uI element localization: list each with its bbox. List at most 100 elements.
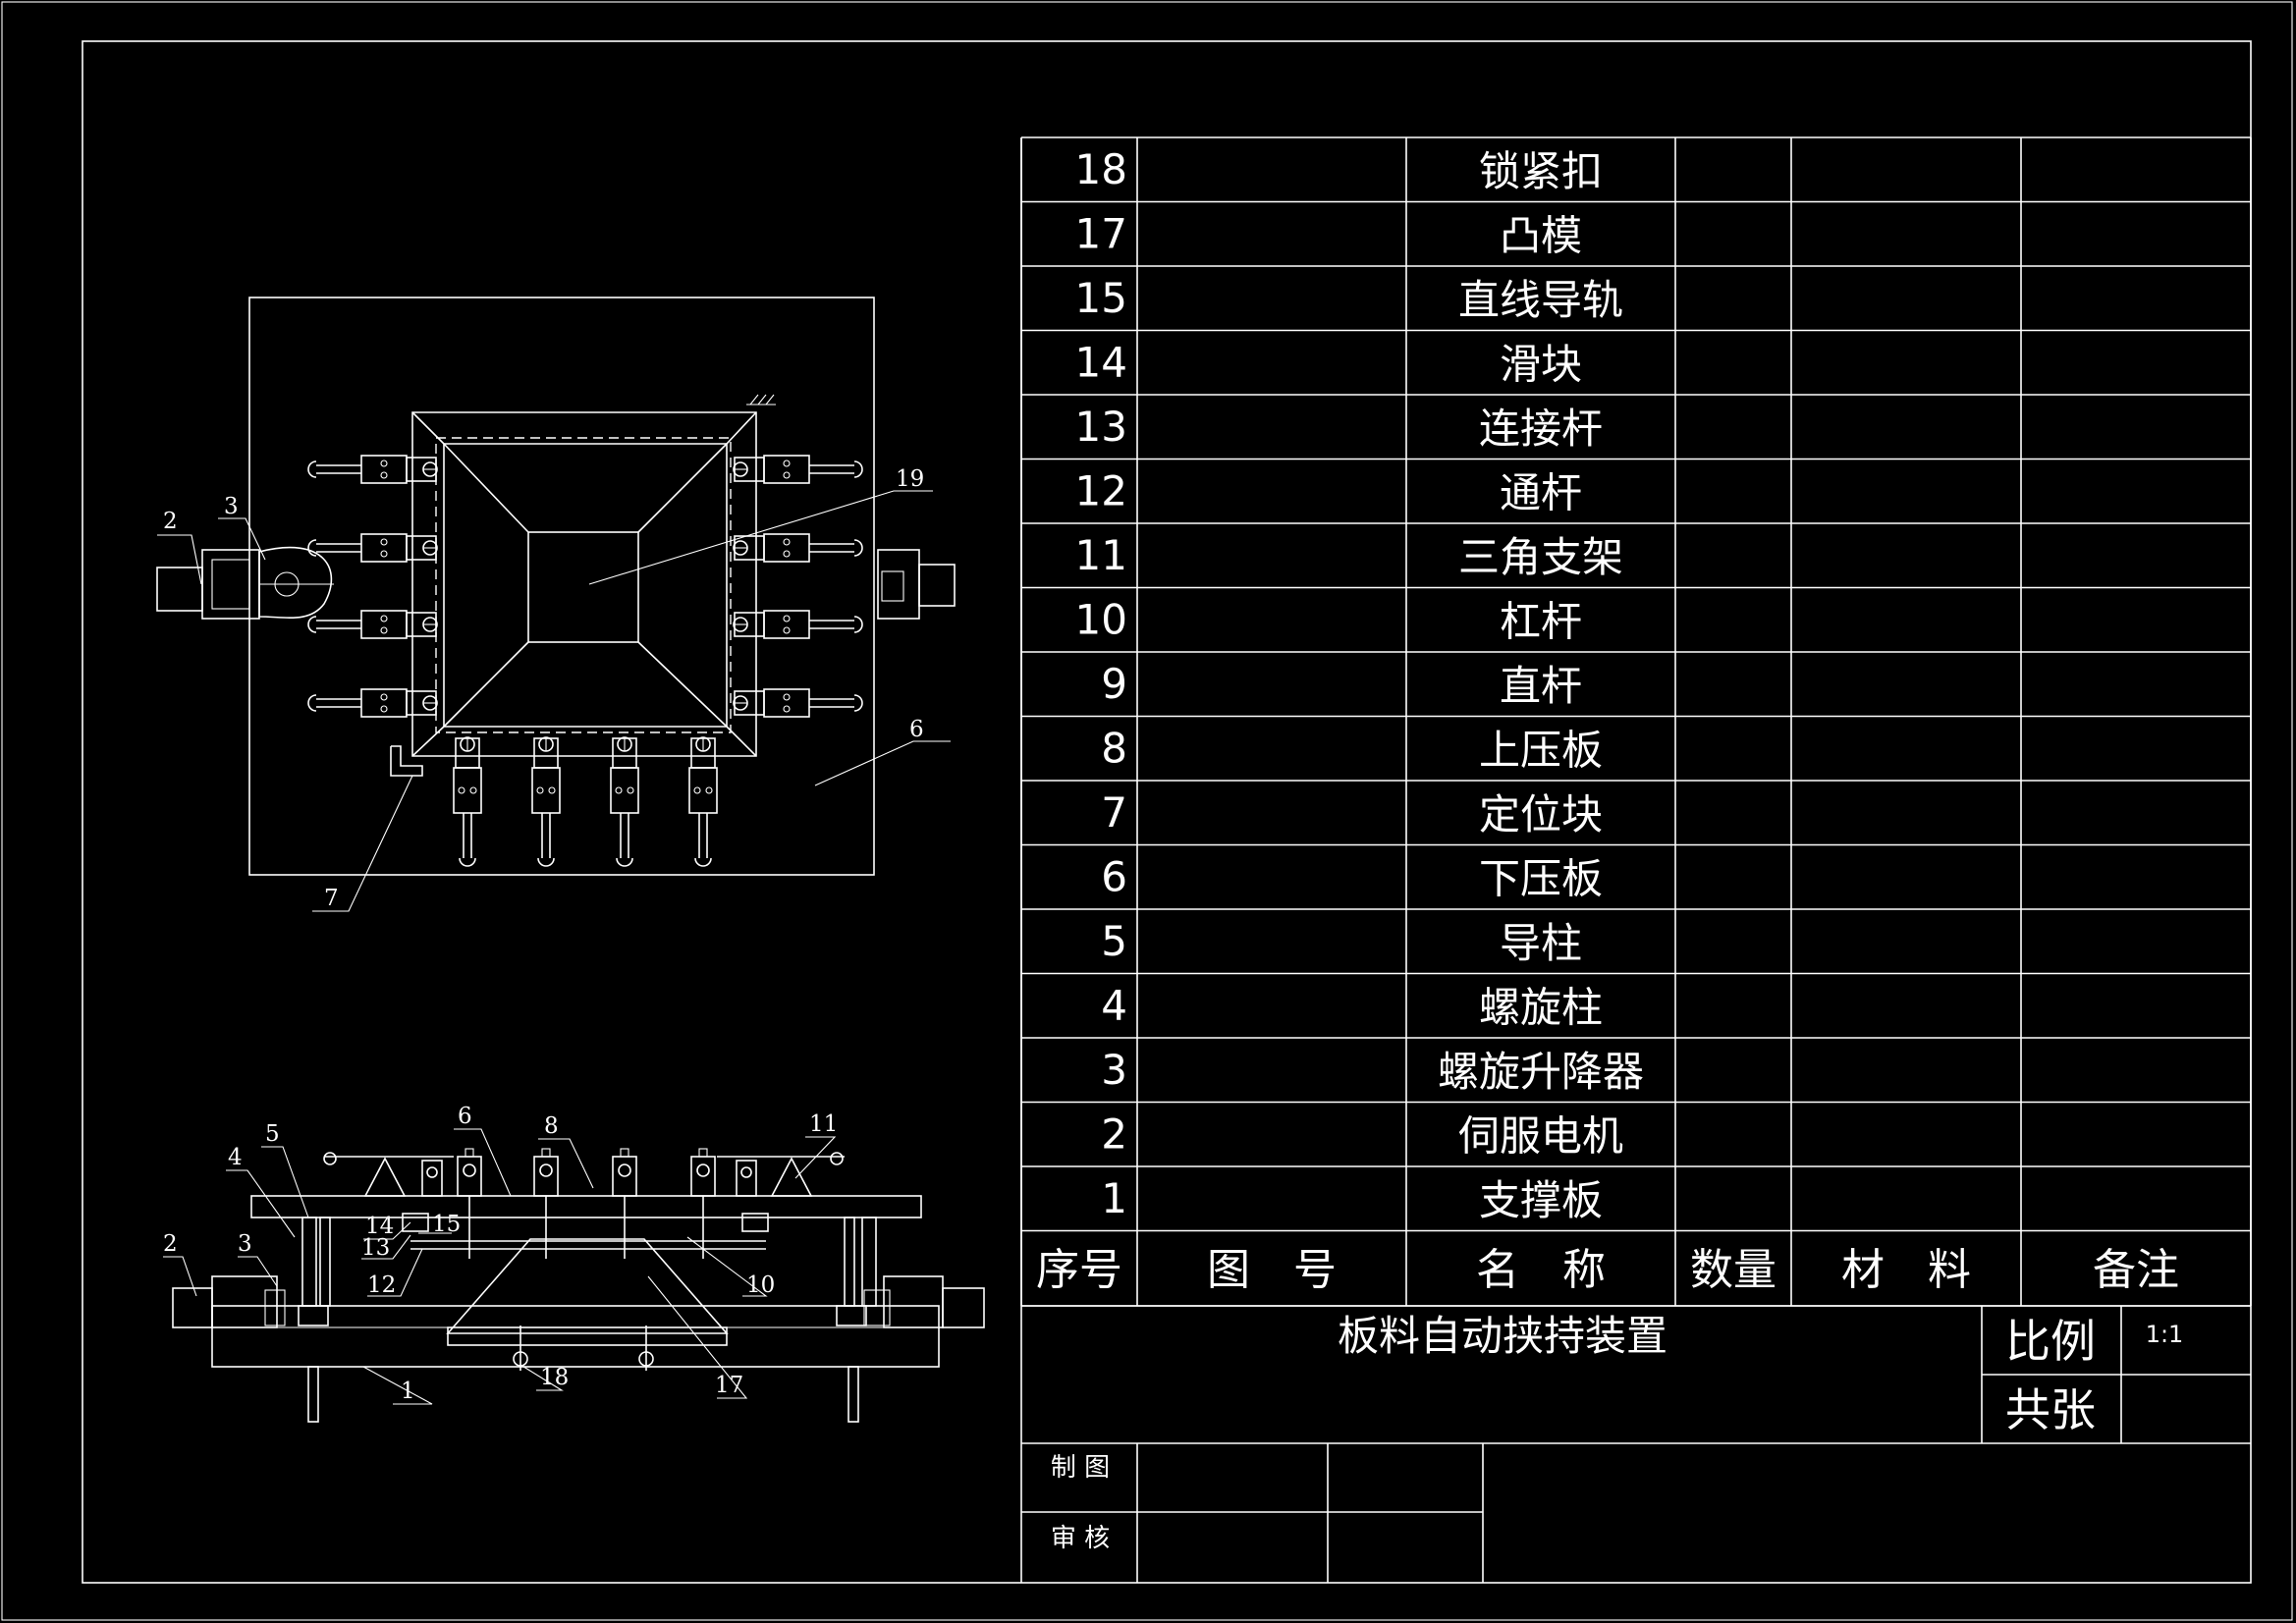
- die-edge: [637, 443, 728, 533]
- part-name: 螺旋柱: [1479, 983, 1603, 1031]
- label-6-front: 6: [458, 1104, 472, 1129]
- toggle-clamp: [307, 533, 438, 563]
- part-number: 4: [1101, 981, 1127, 1029]
- punch-center-square: [527, 531, 639, 643]
- part-number: 3: [1101, 1046, 1127, 1094]
- die-edge: [443, 443, 529, 533]
- toggle-clamp: [733, 610, 863, 639]
- top-view-base-plate: [248, 297, 875, 876]
- part-name: 直线导轨: [1458, 276, 1623, 324]
- part-name: 伺服电机: [1458, 1111, 1623, 1160]
- part-number: 10: [1075, 595, 1127, 643]
- toggle-clamp: [307, 688, 438, 718]
- label-6-top: 6: [909, 717, 924, 742]
- punch: [446, 1238, 729, 1334]
- part-number: 15: [1075, 274, 1127, 322]
- part-name: 凸模: [1500, 211, 1582, 259]
- part-name: 定位块: [1479, 790, 1603, 839]
- label-2-top: 2: [163, 509, 178, 534]
- label-3-front: 3: [238, 1231, 252, 1257]
- header-name: 名 称: [1476, 1245, 1606, 1295]
- part-name: 支撑板: [1479, 1176, 1603, 1224]
- part-number: 5: [1101, 917, 1127, 965]
- label-14-front: 14: [365, 1214, 394, 1239]
- header-drawing-no: 图 号: [1207, 1245, 1337, 1295]
- part-name: 直杆: [1500, 662, 1582, 710]
- label-19-top: 19: [896, 466, 924, 492]
- front-clamp: [690, 1148, 716, 1259]
- front-clamp: [457, 1148, 482, 1259]
- linear-rail-sliders: [402, 1213, 769, 1232]
- part-number: 13: [1075, 403, 1127, 451]
- label-18-front: 18: [540, 1365, 569, 1390]
- label-2-front: 2: [163, 1231, 178, 1257]
- toggle-clamp: [531, 736, 561, 867]
- front-clamp: [612, 1148, 637, 1259]
- servo-motor-left: [156, 546, 334, 620]
- label-8-front: 8: [544, 1113, 559, 1139]
- guide-posts: [298, 1217, 877, 1423]
- servo-motor-right: [877, 549, 956, 620]
- toggle-clamp: [307, 455, 438, 484]
- part-number: 12: [1075, 466, 1127, 514]
- drawing-title: 板料自动挟持装置: [1338, 1312, 1667, 1360]
- label-3-top: 3: [224, 494, 239, 519]
- upper-plate: [250, 1195, 922, 1218]
- through-rod: [410, 1240, 766, 1250]
- front-clamp: [736, 1160, 757, 1197]
- part-name: 通杆: [1500, 468, 1582, 516]
- part-name: 螺旋升降器: [1438, 1048, 1644, 1096]
- toggle-clamp: [453, 736, 482, 867]
- part-number: 11: [1075, 531, 1127, 579]
- label-1-front: 1: [401, 1379, 415, 1404]
- toggle-clamp: [610, 736, 639, 867]
- label-11-front: 11: [809, 1111, 838, 1137]
- front-view: 5 4 6 8 11 14 15 13 12 2 3 10 1 18 17: [163, 1104, 985, 1423]
- sheets-label: 共张: [2005, 1383, 2096, 1436]
- scale-label: 比例: [2005, 1315, 2096, 1368]
- toggle-clamp: [733, 688, 863, 718]
- checked-by-label: 审 核: [1051, 1524, 1110, 1553]
- label-12-front: 12: [367, 1272, 396, 1298]
- part-name: 导柱: [1500, 919, 1582, 967]
- part-number: 17: [1075, 209, 1127, 257]
- label-17-front: 17: [715, 1373, 743, 1398]
- label-4-front: 4: [228, 1145, 243, 1170]
- die-edge: [411, 411, 445, 445]
- part-number: 9: [1101, 660, 1127, 708]
- part-name: 滑块: [1500, 340, 1582, 388]
- die-edge: [726, 726, 757, 757]
- part-name: 三角支架: [1458, 533, 1623, 581]
- scale-value: 1:1: [2146, 1321, 2184, 1348]
- base-support-plate: [211, 1305, 940, 1368]
- fixed-support-hatch: [746, 394, 776, 406]
- punch-base: [447, 1326, 728, 1346]
- top-view-leaders: [157, 490, 951, 912]
- part-number: 18: [1075, 145, 1127, 193]
- header-seq: 序号: [1036, 1245, 1122, 1295]
- locating-block: [390, 745, 423, 777]
- toggle-clamp: [733, 455, 863, 484]
- front-clamp: [421, 1160, 443, 1197]
- bottom-toggle-clamps: [453, 736, 718, 867]
- drawn-by-label: 制 图: [1051, 1453, 1110, 1483]
- part-number: 6: [1101, 852, 1127, 900]
- part-name: 杠杆: [1500, 597, 1582, 645]
- right-toggle-clamps: [733, 455, 863, 718]
- toggle-clamp: [688, 736, 718, 867]
- part-number: 8: [1101, 724, 1127, 772]
- part-number: 14: [1075, 338, 1127, 386]
- part-number: 7: [1101, 788, 1127, 837]
- label-5-front: 5: [265, 1121, 280, 1147]
- front-servo-left: [172, 1275, 286, 1328]
- front-upper-clamps: [421, 1148, 757, 1259]
- toggle-clamp: [733, 533, 863, 563]
- levers: [323, 1152, 845, 1165]
- title-block: 板料自动挟持装置 比例 1:1 共张 制 图 审 核: [1020, 137, 2251, 1583]
- die-dashed-outline: [435, 437, 732, 733]
- front-clamp: [533, 1148, 559, 1259]
- die-edge: [726, 411, 757, 445]
